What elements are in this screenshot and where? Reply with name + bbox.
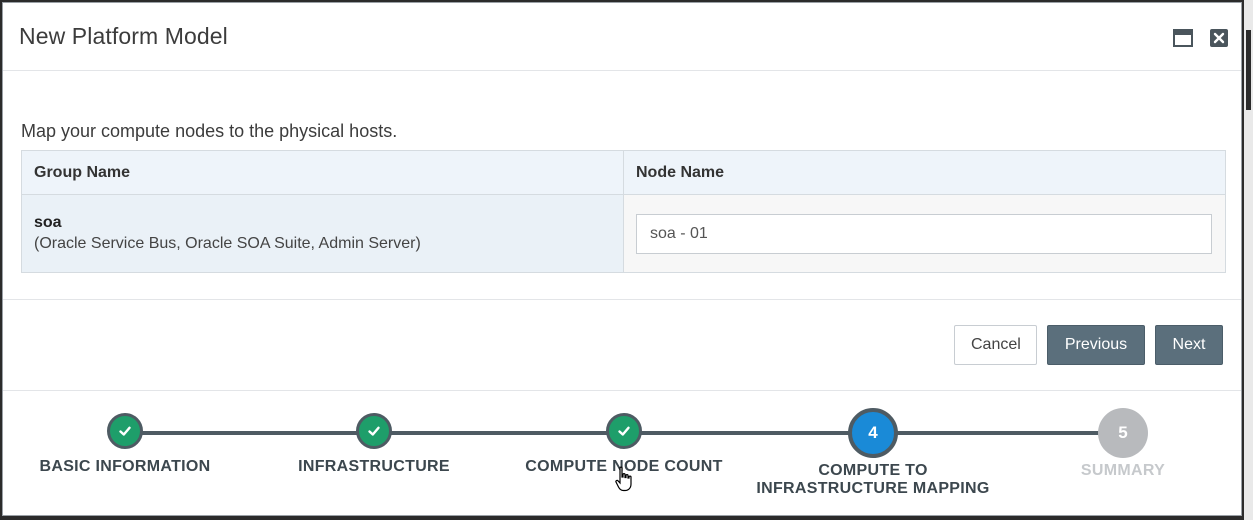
- dialog-actions: Cancel Previous Next: [3, 300, 1241, 391]
- train-step-label: COMPUTE TO INFRASTRUCTURE MAPPING: [756, 462, 990, 497]
- table-header-row: Group Name Node Name: [21, 150, 1226, 195]
- table-row: soa (Oracle Service Bus, Oracle SOA Suit…: [21, 194, 1226, 273]
- train-step-label: BASIC INFORMATION: [39, 458, 211, 475]
- new-platform-model-dialog: New Platform Model Map your compute node…: [2, 2, 1242, 516]
- page-scrollbar[interactable]: [1244, 0, 1253, 520]
- instructions-text: Map your compute nodes to the physical h…: [21, 121, 398, 141]
- train-step-infrastructure[interactable]: INFRASTRUCTURE: [244, 391, 504, 476]
- check-icon: [356, 413, 392, 449]
- mapping-table: Group Name Node Name soa (Oracle Service…: [21, 150, 1226, 273]
- train-step-label: SUMMARY: [1080, 462, 1166, 479]
- train-step-compute-node-count[interactable]: COMPUTE NODE COUNT: [494, 391, 754, 476]
- group-cell: soa (Oracle Service Bus, Oracle SOA Suit…: [21, 194, 624, 273]
- maximize-icon[interactable]: [1173, 28, 1193, 48]
- check-icon: [606, 413, 642, 449]
- column-header-group-name: Group Name: [21, 150, 624, 195]
- step-number-badge: 4: [848, 408, 898, 458]
- close-icon[interactable]: [1209, 28, 1229, 48]
- dialog-titlebar: New Platform Model: [3, 3, 1241, 71]
- column-header-node-name: Node Name: [623, 150, 1226, 195]
- previous-button[interactable]: Previous: [1047, 325, 1145, 365]
- cancel-button[interactable]: Cancel: [954, 325, 1037, 365]
- node-cell: [623, 194, 1226, 273]
- dialog-content: Map your compute nodes to the physical h…: [3, 71, 1241, 300]
- train-step-label: COMPUTE NODE COUNT: [525, 458, 723, 475]
- dialog-title: New Platform Model: [19, 23, 228, 49]
- train-step-label: INFRASTRUCTURE: [298, 458, 450, 475]
- train-step-compute-to-infrastructure-mapping[interactable]: 4 COMPUTE TO INFRASTRUCTURE MAPPING: [743, 391, 1003, 498]
- next-button[interactable]: Next: [1155, 325, 1223, 365]
- group-description: (Oracle Service Bus, Oracle SOA Suite, A…: [34, 235, 421, 252]
- window-controls: [1173, 28, 1229, 48]
- progress-train: BASIC INFORMATION INFRASTRUCTURE COMPUTE…: [3, 391, 1241, 515]
- step-number-badge: 5: [1098, 408, 1148, 458]
- group-name: soa: [34, 214, 62, 231]
- node-name-input[interactable]: [636, 213, 1212, 254]
- scrollbar-thumb[interactable]: [1246, 30, 1251, 110]
- train-step-basic-information[interactable]: BASIC INFORMATION: [3, 391, 255, 476]
- train-step-summary[interactable]: 5 SUMMARY: [993, 391, 1241, 480]
- check-icon: [107, 413, 143, 449]
